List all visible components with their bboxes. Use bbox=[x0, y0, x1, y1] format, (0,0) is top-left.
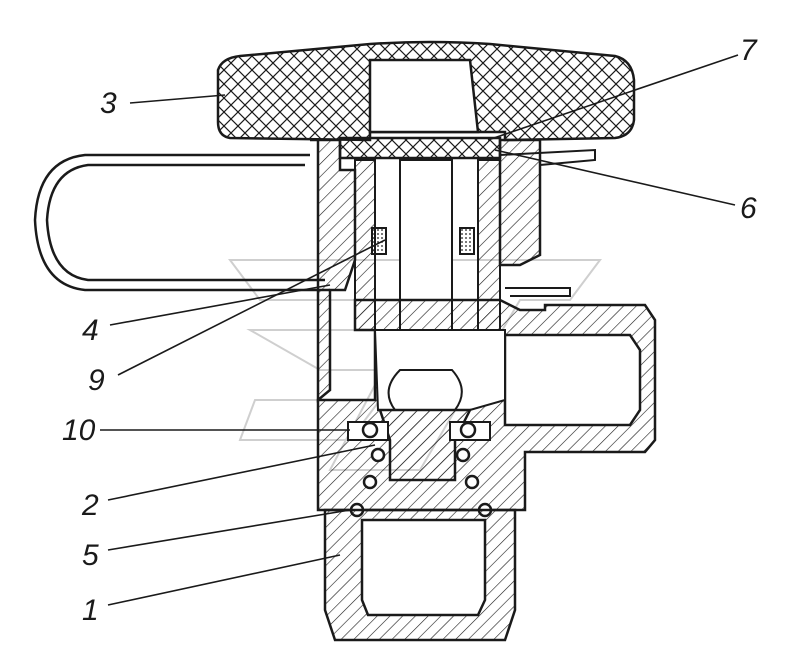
callout-6: 6 bbox=[740, 192, 757, 225]
valve-plug bbox=[378, 408, 473, 482]
callout-3: 3 bbox=[100, 87, 117, 120]
callout-7: 7 bbox=[740, 34, 758, 67]
seal-ring-left bbox=[361, 421, 379, 439]
callout-5: 5 bbox=[82, 539, 99, 572]
o-ring-right bbox=[459, 227, 475, 255]
outlet-port bbox=[503, 333, 642, 427]
o-ring-left bbox=[371, 227, 387, 255]
inlet-bore bbox=[360, 518, 487, 617]
callout-4: 4 bbox=[82, 314, 99, 347]
stem-cone bbox=[387, 369, 463, 411]
washer bbox=[338, 136, 502, 160]
callout-2: 2 bbox=[81, 489, 99, 522]
callout-1: 1 bbox=[82, 594, 99, 627]
leader-lines bbox=[100, 54, 739, 606]
handle-clip bbox=[499, 148, 596, 297]
handwheel-hub bbox=[368, 58, 480, 134]
callout-10: 10 bbox=[62, 414, 96, 447]
callout-9: 9 bbox=[88, 364, 105, 397]
handle-loop bbox=[33, 153, 330, 292]
seal-ring-right bbox=[459, 421, 477, 439]
bonnet bbox=[310, 138, 357, 403]
